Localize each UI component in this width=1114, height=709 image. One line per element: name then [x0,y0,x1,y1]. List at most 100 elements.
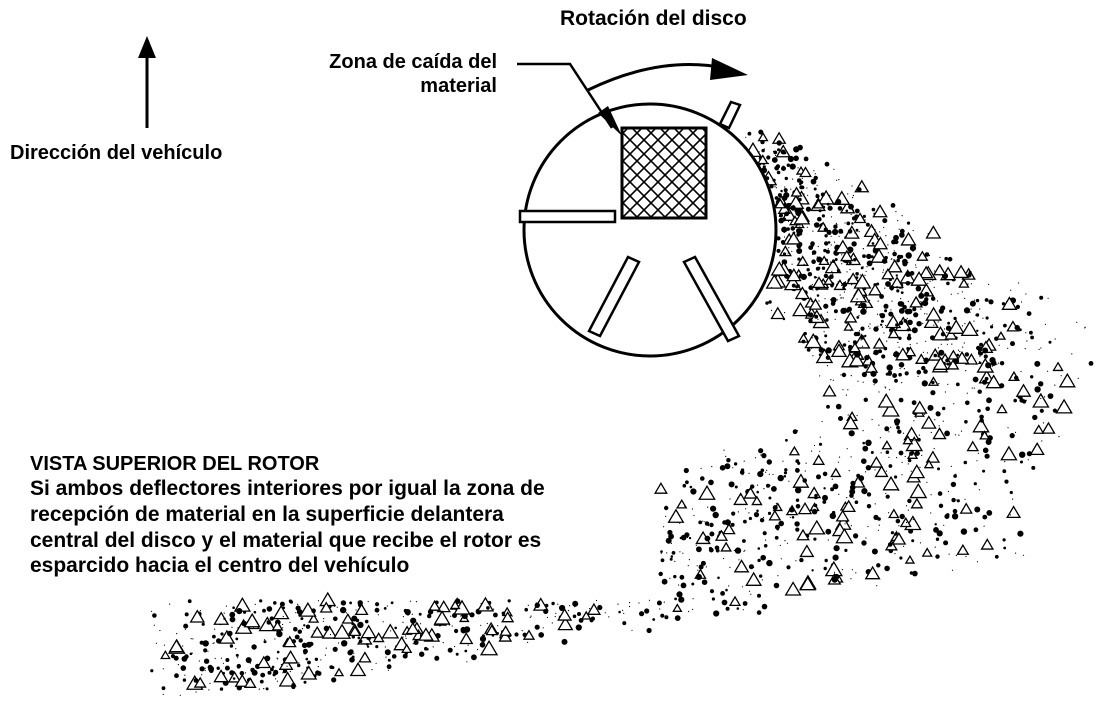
material-particle [731,511,736,516]
material-particle [984,376,989,381]
material-particle [759,574,763,578]
material-particle [756,484,759,486]
material-particle [833,309,838,314]
material-particle [822,500,827,504]
material-particle [760,139,765,145]
material-particle [848,261,852,264]
material-particle [1019,398,1024,403]
material-particle [410,617,417,624]
material-particle [1018,328,1022,332]
material-particle [808,285,814,291]
material-particle [965,400,970,406]
material-particle [895,347,911,361]
material-particle [825,347,832,354]
material-particle [751,495,763,506]
material-particle [896,289,900,293]
material-particle [795,560,797,562]
material-particle [674,560,676,563]
material-particle [886,258,903,273]
material-particle [700,467,702,470]
material-particle [1007,427,1009,429]
material-particle [839,294,841,296]
material-particle [693,514,695,517]
material-particle [873,326,879,332]
material-particle [323,618,325,620]
material-particle [829,261,832,263]
material-particle [278,671,297,687]
material-particle [827,539,829,541]
material-particle [852,194,855,197]
material-particle [932,279,934,281]
material-particle [237,657,239,659]
material-particle [856,316,860,319]
material-particle [1026,311,1032,316]
material-particle [745,508,747,510]
material-particle [856,414,858,417]
material-particle [846,448,848,450]
material-particle [808,318,813,324]
material-particle [765,301,769,305]
material-particle [942,420,944,422]
material-particle [1039,295,1044,300]
material-particle [862,214,867,218]
material-particle [387,658,391,662]
material-particle [830,301,836,306]
material-particle [896,425,900,430]
material-particle [467,644,469,646]
material-particle [806,187,808,189]
material-particle [816,256,823,263]
material-particle [648,599,651,601]
material-particle [911,327,918,334]
material-particle [276,680,278,682]
material-particle [975,314,977,316]
material-particle [891,300,893,302]
material-particle [861,488,868,495]
material-particle [964,352,970,357]
material-particle [888,456,890,458]
material-particle [258,688,260,690]
material-particle [851,216,857,221]
material-particle [814,222,820,228]
material-particle [888,311,894,317]
material-particle [288,599,293,604]
material-particle [298,662,300,664]
fin-top-right [718,100,742,130]
material-particle [964,420,968,424]
material-particle [182,678,187,682]
material-particle [862,254,866,258]
material-particle [859,352,862,355]
material-particle [527,604,529,607]
material-particle [720,541,732,552]
material-particle [357,621,364,629]
material-particle [628,605,631,608]
material-particle [844,236,846,238]
material-particle [336,606,338,608]
material-particle [864,565,881,580]
material-particle [306,641,312,648]
material-particle [930,335,935,341]
material-particle [842,297,844,299]
material-particle [842,282,848,287]
material-particle [888,512,890,514]
material-particle [812,253,814,255]
material-particle [821,223,823,225]
material-particle [913,312,919,318]
material-particle [803,156,809,162]
material-particle [909,482,928,499]
material-particle [497,625,499,627]
material-particle [985,374,1002,389]
material-particle [860,357,862,359]
material-particle [880,319,884,323]
material-particle [354,603,369,616]
material-particle [491,634,495,637]
material-particle [933,447,935,450]
material-particle [557,616,574,631]
material-particle [1026,340,1028,342]
material-particle [559,604,566,612]
material-particle [879,437,882,439]
material-particle [921,547,933,557]
material-particle [920,308,922,310]
material-particle [687,565,689,567]
material-particle [184,628,186,630]
material-particle [1015,304,1021,309]
